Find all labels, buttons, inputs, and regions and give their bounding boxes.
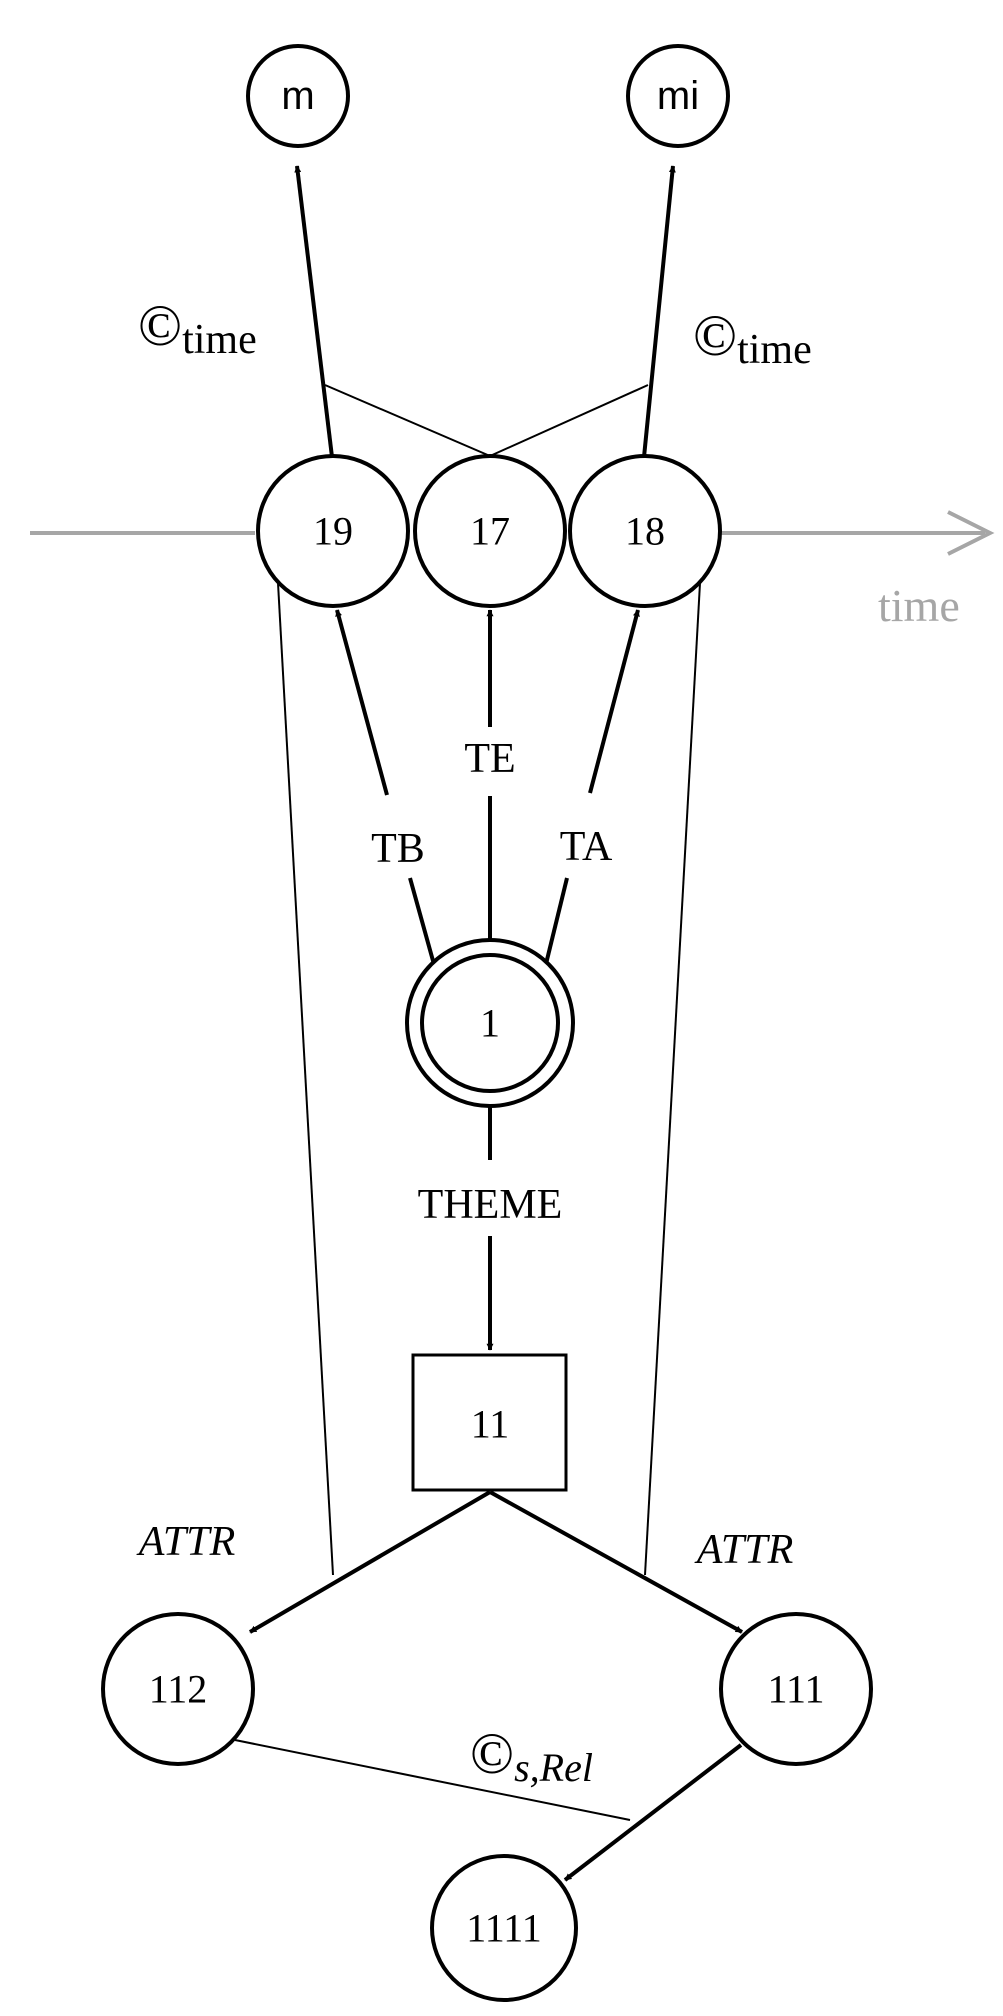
edge-tb-upper	[335, 609, 389, 796]
time-axis-label: time	[878, 580, 960, 631]
node-17-shape	[413, 454, 567, 608]
constraint-label-time-left: ©time	[138, 293, 257, 363]
node-18-shape	[568, 454, 722, 608]
node-112-label: 112	[149, 1667, 208, 1712]
node-m-label: m	[281, 74, 314, 118]
node-mi: mi	[626, 44, 730, 148]
constraint-labels: ©time ©time ©s,Rel	[138, 293, 812, 1790]
constraint-line-18-17	[489, 384, 649, 457]
edge-ta-upper	[588, 609, 640, 794]
node-11: 11	[411, 1353, 568, 1492]
node-mi-label: mi	[657, 74, 699, 118]
node-19-shape	[256, 454, 410, 608]
edge-label-attr-right: ATTR	[694, 1527, 793, 1573]
constraint-lines	[234, 384, 701, 1821]
constraint-label-s-rel: ©s,Rel	[470, 1721, 593, 1790]
node-19: 19	[256, 454, 410, 608]
edge-label-tb: TB	[371, 826, 425, 872]
copyright-symbol-left: ©	[138, 293, 182, 358]
node-111: 111	[719, 1612, 873, 1766]
node-17: 17	[413, 454, 567, 608]
edge-111-to-1111	[563, 1743, 743, 1882]
constraint-line-112-1111	[234, 1739, 631, 1821]
node-mi-shape	[626, 44, 730, 148]
node-17-label: 17	[470, 509, 510, 554]
node-112-shape	[101, 1612, 255, 1766]
node-1111-shape	[430, 1854, 578, 2002]
node-1-inner-ring	[420, 953, 560, 1093]
edge-19-to-m	[294, 165, 334, 458]
edge-11-to-111	[489, 1490, 743, 1634]
edges	[248, 165, 743, 1882]
node-19-label: 19	[313, 509, 353, 554]
copyright-symbol-right: ©	[693, 303, 737, 368]
node-18: 18	[568, 454, 722, 608]
nodes: m mi 19 17 18 1 11 112	[101, 44, 873, 2002]
edge-ta-lower	[543, 877, 569, 969]
node-18-label: 18	[625, 509, 665, 554]
node-1: 1	[405, 938, 575, 1108]
node-m-shape	[246, 44, 350, 148]
edge-labels: TB TE TA THEME ATTR ATTR	[136, 736, 793, 1573]
constraint-subscript-time-right: time	[737, 327, 812, 373]
constraint-subscript-time-left: time	[182, 317, 257, 363]
edge-tb-lower	[408, 877, 437, 969]
node-1111-label: 1111	[466, 1906, 542, 1951]
constraint-subscript-s-rel: s,Rel	[514, 1745, 593, 1790]
node-11-shape	[411, 1353, 568, 1492]
node-1111: 1111	[430, 1854, 578, 2002]
constraint-line-19-17	[324, 384, 491, 457]
edge-label-te: TE	[464, 736, 515, 782]
node-111-label: 111	[767, 1667, 824, 1712]
node-m: m	[246, 44, 350, 148]
time-axis-arrowhead	[947, 510, 995, 556]
edge-label-attr-left: ATTR	[136, 1519, 235, 1565]
time-axis: time	[30, 510, 995, 631]
constraint-label-time-right: ©time	[693, 303, 812, 373]
edge-18-to-mi	[642, 165, 676, 458]
node-1-label: 1	[480, 1001, 500, 1046]
edge-label-theme: THEME	[418, 1182, 563, 1228]
constraint-line-19-112	[277, 582, 334, 1576]
node-111-shape	[719, 1612, 873, 1766]
constraint-line-18-111	[644, 582, 701, 1576]
edge-label-ta: TA	[560, 824, 613, 870]
copyright-symbol-srel: ©	[470, 1721, 514, 1786]
node-112: 112	[101, 1612, 255, 1766]
node-11-label: 11	[471, 1402, 510, 1447]
edge-11-to-112	[248, 1490, 492, 1634]
